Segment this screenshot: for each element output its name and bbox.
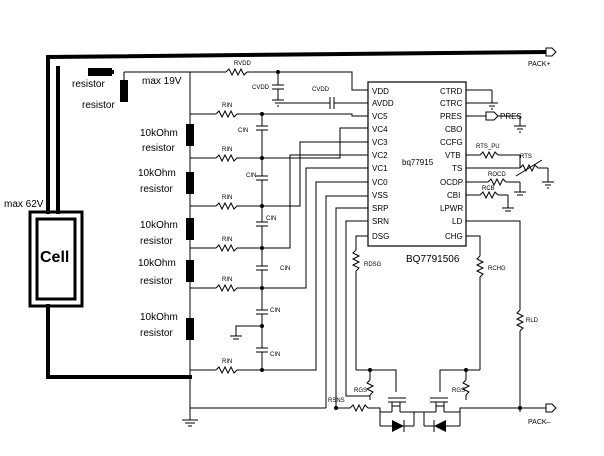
rts-pu-label: RTS_PU (476, 144, 500, 150)
bq77915-chip (367, 81, 467, 247)
divider-4-type: resistor (140, 276, 173, 287)
top-resistor-b (120, 80, 128, 102)
pack-plus-connector (545, 47, 557, 57)
pin-pres: PRES (440, 112, 462, 121)
chip-left-pins: VDD AVDD VC5 VC4 VC3 VC2 VC1 VC0 VSS SRP… (372, 87, 394, 241)
pin-vdd: VDD (372, 87, 389, 96)
pin-ccfg: CCFG (440, 138, 463, 147)
pin-vc3: VC3 (372, 138, 388, 147)
divider-5-value: 10kOhm (140, 312, 178, 323)
rin-label-4: RIN (222, 237, 232, 243)
chip-part-number: BQ7791506 (406, 254, 460, 265)
rin-label-2: RIN (222, 147, 232, 153)
pin-ld: LD (452, 217, 462, 226)
cin-label-2: CIN (246, 173, 256, 179)
rcb-label: RCB (482, 186, 495, 192)
divider-resistor-3 (186, 218, 194, 240)
cin-label-3: CIN (266, 216, 276, 222)
pin-cbi: CBI (447, 191, 460, 200)
divider-resistor-5 (186, 318, 194, 340)
pack-plus-label: PACK+ (528, 61, 551, 68)
rld-label: RLD (526, 318, 539, 324)
rvdd-label: RVDD (234, 61, 252, 67)
pin-vc2: VC2 (372, 151, 388, 160)
cvdd-right-label: CVDD (312, 87, 330, 93)
divider-3-type: resistor (140, 236, 173, 247)
rgs-left-label: RGS (354, 388, 367, 394)
divider-resistor-1 (186, 124, 194, 146)
pin-vtb: VTB (445, 151, 461, 160)
resistor-b-label: resistor (82, 100, 115, 111)
pin-vss: VSS (372, 191, 388, 200)
pres-port-label: PRES (500, 112, 522, 121)
pin-srn: SRN (372, 217, 389, 226)
rocd-label: ROCD (488, 172, 506, 178)
pin-vc1: VC1 (372, 164, 388, 173)
mosfet-switches (336, 369, 546, 432)
pin-chg: CHG (445, 232, 463, 241)
pin-ctrc: CTRC (440, 99, 462, 108)
right-side-network (466, 89, 554, 212)
pin-srp: SRP (372, 204, 388, 213)
cvdd-left-label: CVDD (252, 85, 270, 91)
cell-block (28, 210, 84, 308)
pin-ctrd: CTRD (440, 87, 462, 96)
resistor-a-label: resistor (72, 79, 105, 90)
rgs-right-label: RGS (452, 388, 465, 394)
rchg-label: RCHG (488, 266, 506, 272)
rin-label-5: RIN (222, 277, 232, 283)
cell-label: Cell (40, 249, 69, 266)
vdd-network (190, 67, 368, 109)
pin-dsg: DSG (372, 232, 389, 241)
divider-3-value: 10kOhm (140, 220, 178, 231)
rin-label-1: RIN (222, 103, 232, 109)
pack-minus-label: PACK– (528, 419, 551, 426)
pack-minus-connector (545, 403, 557, 413)
cin-label-4: CIN (280, 266, 290, 272)
divider-5-type: resistor (140, 328, 173, 339)
divider-1-type: resistor (142, 143, 175, 154)
divider-2-type: resistor (140, 184, 173, 195)
pin-vc4: VC4 (372, 125, 388, 134)
rts-label: RTS (520, 154, 532, 160)
pin-lpwr: LPWR (440, 204, 463, 213)
rdsg-label: RDSG (364, 262, 382, 268)
pin-vc5: VC5 (372, 112, 388, 121)
pin-cbo: CBO (445, 125, 462, 134)
cin-label-6: CIN (270, 352, 280, 358)
pin-avdd: AVDD (372, 99, 394, 108)
rsns-label: RSNS (328, 398, 345, 404)
chip-right-pins: CTRD CTRC PRES CBO CCFG VTB TS OCDP CBI … (440, 87, 463, 241)
rin-label-3: RIN (222, 195, 232, 201)
divider-1-value: 10kOhm (140, 128, 178, 139)
pin-ocdp: OCDP (440, 178, 463, 187)
max-19v-label: max 19V (142, 76, 182, 87)
input-rc-network (190, 109, 368, 409)
rin-label-6: RIN (222, 359, 232, 365)
cin-label-1: CIN (238, 128, 248, 134)
max-62v-label: max 62V (4, 199, 44, 210)
pin-ts: TS (452, 164, 462, 173)
divider-4-value: 10kOhm (138, 258, 176, 269)
cin-label-5: CIN (270, 308, 280, 314)
pin-vc0: VC0 (372, 178, 388, 187)
chip-name: bq77915 (402, 158, 434, 167)
divider-resistor-4 (186, 260, 194, 282)
divider-resistor-2 (186, 172, 194, 194)
divider-2-value: 10kOhm (138, 168, 176, 179)
top-resistor-a (88, 68, 112, 76)
